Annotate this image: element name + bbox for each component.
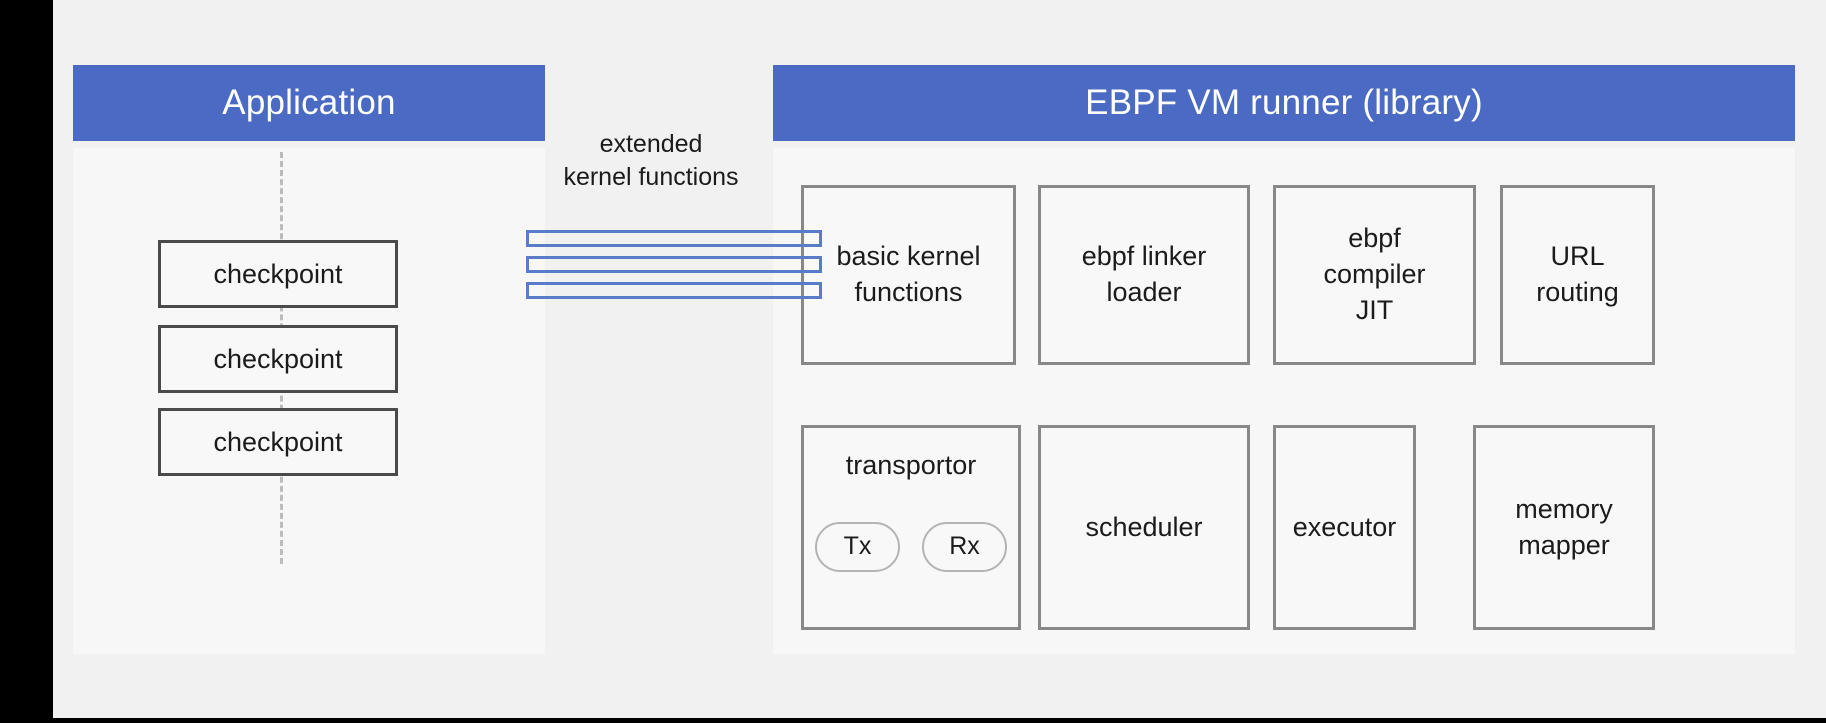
application-panel-body: checkpoint checkpoint checkpoint [73, 148, 545, 654]
module-label: executor [1292, 511, 1397, 542]
module-box-ebpf-compiler-jit[interactable]: ebpf compiler JIT [1273, 185, 1476, 365]
application-panel-title: Application [73, 65, 545, 141]
transportor-rx-label: Rx [949, 532, 980, 561]
module-grid: basic kernel functions ebpf linker loade… [773, 148, 1795, 654]
module-box-memory-mapper[interactable]: memory mapper [1473, 425, 1655, 630]
module-label: basic kernel functions [836, 241, 981, 307]
module-box-basic-kernel-functions[interactable]: basic kernel functions [801, 185, 1016, 365]
module-box-transportor[interactable]: transportor Tx Rx [801, 425, 1021, 630]
extended-kernel-functions-label-line1: extended [599, 130, 703, 158]
transportor-rx-pill[interactable]: Rx [922, 521, 1007, 572]
module-box-url-routing[interactable]: URL routing [1500, 185, 1655, 365]
checkpoint-label: checkpoint [213, 258, 343, 289]
kernel-function-bar [526, 282, 822, 299]
module-box-executor[interactable]: executor [1273, 425, 1416, 630]
module-box-scheduler[interactable]: scheduler [1038, 425, 1250, 630]
checkpoint-box[interactable]: checkpoint [158, 408, 398, 476]
module-label: memory mapper [1515, 493, 1613, 560]
checkpoint-label: checkpoint [213, 343, 343, 374]
transportor-pill-row: Tx Rx [815, 521, 1007, 572]
extended-kernel-functions-label: extended kernel functions [556, 128, 746, 195]
checkpoint-box[interactable]: checkpoint [158, 325, 398, 393]
extended-kernel-functions-label-line2: kernel functions [563, 163, 739, 192]
kernel-function-bar [526, 256, 822, 273]
transportor-tx-label: Tx [843, 532, 872, 561]
module-label: scheduler [1085, 511, 1203, 542]
extended-kernel-functions-connector-bars [526, 230, 822, 300]
checkpoint-label: checkpoint [213, 426, 343, 457]
kernel-function-bar [526, 230, 822, 247]
left-frame-bar [0, 0, 53, 723]
ebpf-vm-runner-panel: EBPF VM runner (library) basic kernel fu… [773, 65, 1795, 654]
module-label: transportor [845, 450, 977, 480]
checkpoint-box[interactable]: checkpoint [158, 240, 398, 308]
module-label: URL routing [1536, 241, 1619, 307]
ebpf-vm-runner-panel-title: EBPF VM runner (library) [773, 65, 1795, 141]
module-box-ebpf-linker-loader[interactable]: ebpf linker loader [1038, 185, 1250, 365]
transportor-tx-pill[interactable]: Tx [815, 521, 900, 572]
bottom-frame-bar [0, 718, 1826, 723]
application-panel: Application checkpoint checkpoint checkp… [73, 65, 545, 654]
ebpf-vm-runner-panel-body: basic kernel functions ebpf linker loade… [773, 148, 1795, 654]
module-label: ebpf compiler JIT [1323, 223, 1426, 325]
module-label: ebpf linker loader [1081, 241, 1207, 307]
